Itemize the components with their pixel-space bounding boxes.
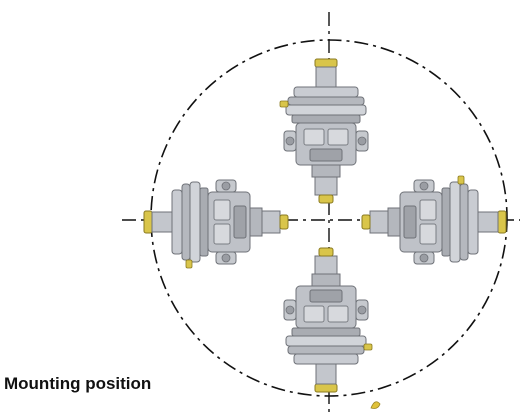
regulator-top: [279, 58, 369, 204]
diagram-caption: Mounting position: [4, 374, 152, 393]
pointer-mark: [370, 401, 381, 409]
regulator-bottom: [283, 247, 373, 393]
regulator-right: [361, 175, 507, 265]
regulator-left: [143, 179, 289, 269]
